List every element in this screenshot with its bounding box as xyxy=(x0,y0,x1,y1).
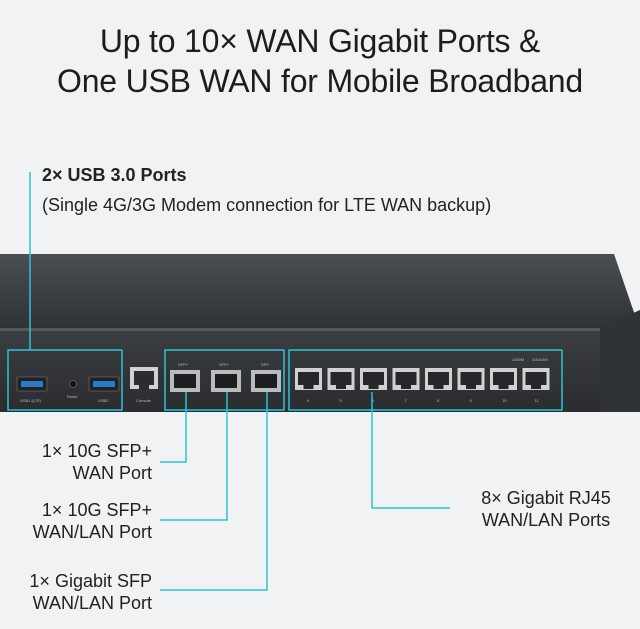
sfp-plus-wanlan-leader-line xyxy=(160,392,228,521)
usb-callout-note: (Single 4G/3G Modem connection for LTE W… xyxy=(42,195,492,215)
sfp-wanlan-callout: 1× Gigabit SFP WAN/LAN Port xyxy=(29,571,152,613)
usb1-label: USB1 (LTE) xyxy=(20,398,42,403)
reset-button xyxy=(69,380,77,388)
rj45-port: 6 xyxy=(360,368,387,403)
rj45-port: 11 xyxy=(522,368,550,403)
sfp2-label: SFP+ xyxy=(219,362,230,367)
rj45-port: 4 xyxy=(295,368,322,403)
sfp-port-3 xyxy=(251,370,281,392)
sfp-plus-port-1 xyxy=(170,370,200,392)
usb-highlight-box xyxy=(7,349,123,411)
rj45-port-number: 8 xyxy=(437,398,440,403)
rj45-port: 9 xyxy=(457,368,485,403)
router-top-surface xyxy=(0,254,640,330)
sfp-plus-wanlan-callout: 1× 10G SFP+ WAN/LAN Port xyxy=(32,500,152,542)
console-label: Console xyxy=(136,398,151,403)
sfp-highlight-box xyxy=(164,349,285,411)
sfp-plus-wan-callout: 1× 10G SFP+ WAN Port xyxy=(41,441,152,483)
rj45-port-number: 10 xyxy=(502,398,507,403)
headline-line-1: Up to 10× WAN Gigabit Ports & xyxy=(99,23,541,59)
rj45-leader-line xyxy=(371,392,450,509)
rj45-highlight-box xyxy=(288,349,563,411)
usb-callout-heading: 2× USB 3.0 Ports xyxy=(42,165,187,185)
rj45-port-number: 6 xyxy=(372,398,375,403)
rj45-port-number: 4 xyxy=(307,398,310,403)
headline-line-2: One USB WAN for Mobile Broadband xyxy=(57,63,583,99)
rj45-port-number: 9 xyxy=(470,398,473,403)
rj45-port: 10 xyxy=(490,368,517,403)
reset-label: Reset xyxy=(67,394,78,399)
sfp-plus-port-2 xyxy=(211,370,241,392)
rj45-callout: 8× Gigabit RJ45 WAN/LAN Ports xyxy=(481,488,611,530)
sfp-plus-wan-leader-line xyxy=(160,392,187,463)
rj45-port: 7 xyxy=(392,368,420,403)
sfp-wanlan-leader-line xyxy=(160,392,268,591)
rj45-port: 5 xyxy=(327,368,355,403)
rj45-port-number: 5 xyxy=(340,398,343,403)
rj45-port-number: 7 xyxy=(405,398,408,403)
usb2-label: USB2 xyxy=(98,398,109,403)
led-100m-label: 100/10M xyxy=(532,357,548,362)
rj45-port-number: 11 xyxy=(535,398,540,403)
rack-ear xyxy=(600,310,640,412)
sfp1-label: SFP+ xyxy=(178,362,189,367)
rj45-port: 8 xyxy=(425,368,452,403)
led-1000m-label: 1000M xyxy=(512,357,524,362)
sfp3-label: SFP xyxy=(261,362,269,367)
